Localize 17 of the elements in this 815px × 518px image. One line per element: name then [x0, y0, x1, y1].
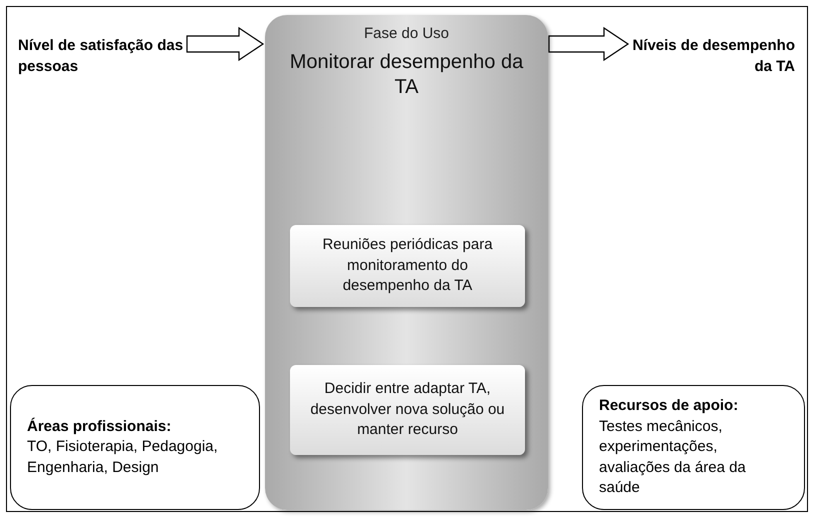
phase-panel: [265, 15, 548, 510]
info-card: [582, 385, 805, 510]
process-text: Reuniões periódicas para monitoramento do desempenho da TA: [321, 235, 494, 296]
input-output-text: Níveis de desempenho da TA: [631, 36, 795, 77]
card-heading: Áreas profissionais:: [27, 416, 172, 437]
block-arrow: [548, 26, 630, 62]
phase-label: Fase do Uso: [364, 24, 450, 44]
input-output-text: Nível de satisfação das pessoas: [18, 36, 184, 77]
block-arrow: [186, 26, 264, 62]
info-card: [10, 385, 260, 510]
card-body: Testes mecânicos, experimentações, avaliações da área da saúde: [599, 416, 747, 498]
process-box: [290, 225, 525, 307]
card-heading: Recursos de apoio:: [599, 396, 740, 416]
card-body: TO, Fisioterapia, Pedagogia, Engenharia, Design: [27, 437, 219, 478]
phase-title: Monitorar desempenho da TA: [288, 50, 524, 100]
process-box: [290, 365, 525, 455]
process-text: Decidir entre adaptar TA, desenvolver nova solução ou manter recurso: [309, 379, 506, 440]
